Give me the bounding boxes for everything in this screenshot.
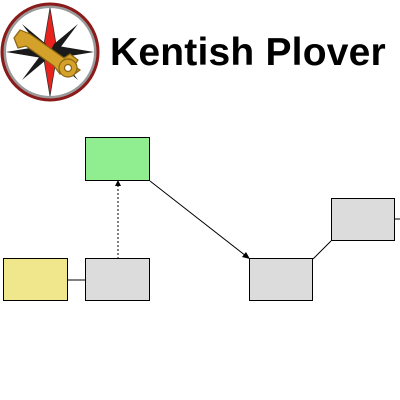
diagram-canvas (0, 110, 400, 400)
diagram-edges (68, 180, 400, 281)
arrowhead-to-green (115, 180, 121, 186)
compass-star-key-logo (0, 2, 100, 102)
node-yellow[interactable] (3, 258, 68, 301)
edge-grey-b-to-grey-c (312, 240, 332, 260)
node-grey-c[interactable] (331, 198, 395, 241)
node-grey-b[interactable] (249, 258, 313, 301)
node-green[interactable] (85, 137, 150, 181)
edge-green-to-grey-b (149, 180, 247, 257)
node-grey-a[interactable] (85, 258, 150, 301)
app-title: Kentish Plover (110, 31, 386, 74)
app-header: Kentish Plover (0, 0, 400, 110)
arrowhead-to-grey-b (242, 252, 250, 259)
